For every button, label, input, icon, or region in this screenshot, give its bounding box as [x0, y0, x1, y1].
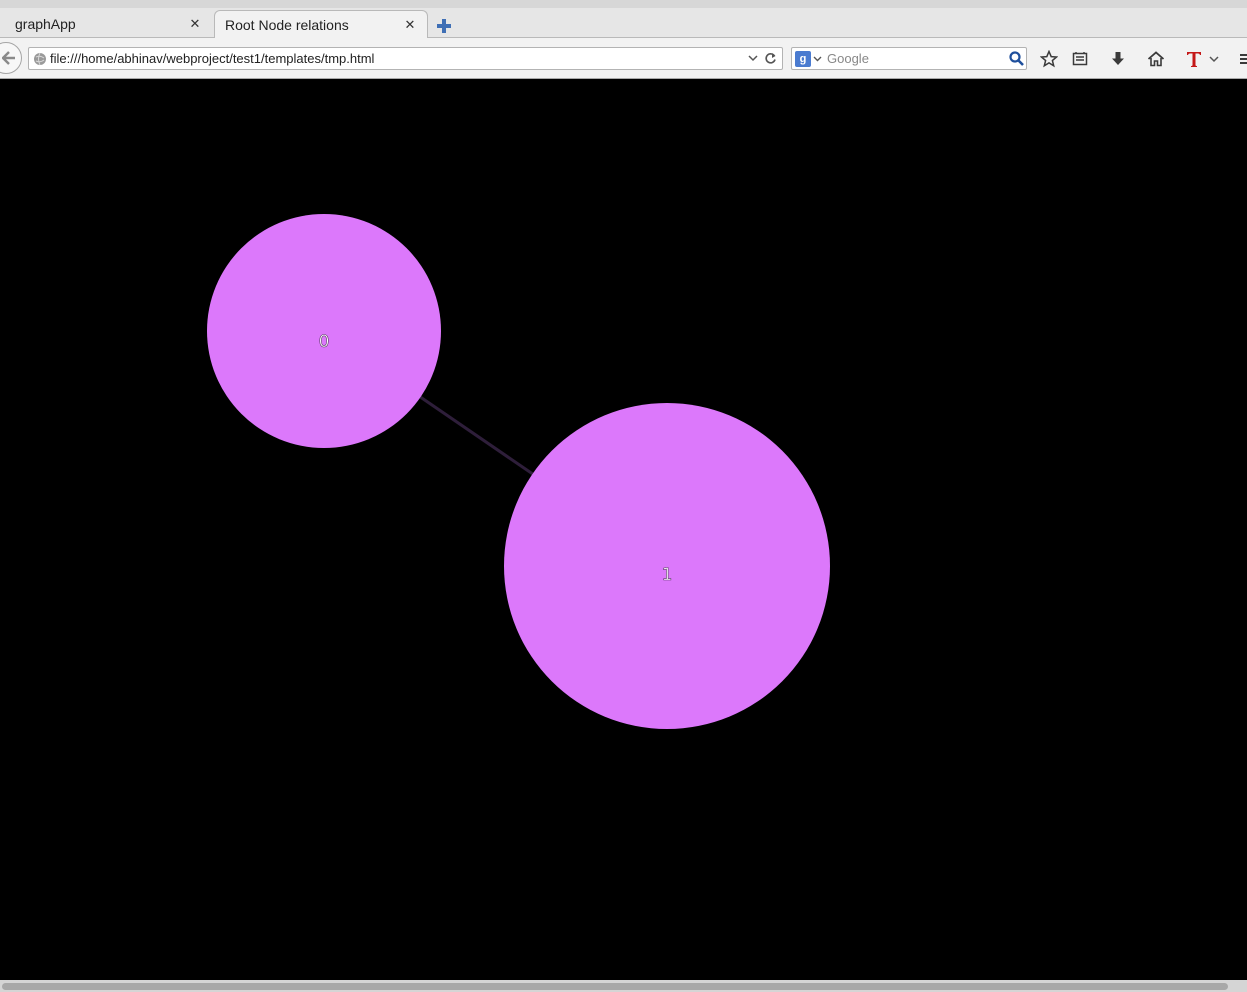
- arrow-left-icon: [2, 51, 15, 65]
- scrollbar-thumb[interactable]: [2, 983, 1228, 990]
- tab-graphapp[interactable]: graphApp ✕: [0, 10, 212, 38]
- reading-list-icon: [1072, 52, 1088, 66]
- menu-button[interactable]: [1236, 48, 1247, 70]
- back-button[interactable]: [0, 42, 22, 74]
- chevron-down-icon: [1209, 55, 1219, 62]
- search-input[interactable]: [823, 51, 1006, 66]
- graph-node-1[interactable]: 1: [504, 403, 830, 729]
- page-content: 0 1: [0, 79, 1247, 980]
- graph-node-0[interactable]: 0: [207, 214, 441, 448]
- new-tab-button[interactable]: [434, 16, 454, 36]
- google-icon[interactable]: g: [795, 50, 811, 67]
- graph-canvas: 0 1: [207, 214, 830, 729]
- node-circle[interactable]: [504, 403, 830, 729]
- home-button[interactable]: [1145, 48, 1167, 70]
- tab-label: graphApp: [15, 16, 76, 32]
- search-bar[interactable]: g: [791, 47, 1027, 70]
- search-icon[interactable]: [1006, 51, 1026, 66]
- node-label: 1: [662, 565, 673, 585]
- menu-icon: [1240, 54, 1247, 64]
- star-icon: [1040, 50, 1058, 68]
- horizontal-scrollbar[interactable]: [0, 980, 1247, 992]
- download-icon: [1112, 52, 1124, 65]
- text-t-icon: [1187, 52, 1201, 67]
- extension-dropdown[interactable]: [1206, 48, 1222, 70]
- close-icon[interactable]: ✕: [404, 17, 416, 32]
- chevron-down-icon[interactable]: [811, 56, 823, 62]
- close-icon[interactable]: ✕: [189, 16, 201, 31]
- plus-icon: [437, 19, 451, 33]
- node-circle[interactable]: [207, 214, 441, 448]
- reading-list-button[interactable]: [1069, 48, 1091, 70]
- url-bar[interactable]: file:///home/abhinav/webproject/test1/te…: [28, 47, 783, 70]
- tab-bar: graphApp ✕ Root Node relations ✕: [0, 8, 1247, 39]
- home-icon: [1147, 51, 1165, 67]
- url-text[interactable]: file:///home/abhinav/webproject/test1/te…: [50, 51, 375, 66]
- bookmark-star-button[interactable]: [1038, 48, 1060, 70]
- navigation-toolbar: file:///home/abhinav/webproject/test1/te…: [0, 38, 1247, 79]
- window-top-strip: [0, 0, 1247, 8]
- globe-icon: [34, 52, 46, 65]
- chevron-down-icon[interactable]: [746, 55, 760, 62]
- reload-icon[interactable]: [762, 52, 778, 65]
- downloads-button[interactable]: [1107, 48, 1129, 70]
- text-extension-button[interactable]: [1183, 48, 1205, 70]
- node-label: 0: [319, 332, 330, 352]
- tab-root-node-relations[interactable]: Root Node relations ✕: [214, 10, 428, 39]
- tab-label: Root Node relations: [225, 17, 349, 33]
